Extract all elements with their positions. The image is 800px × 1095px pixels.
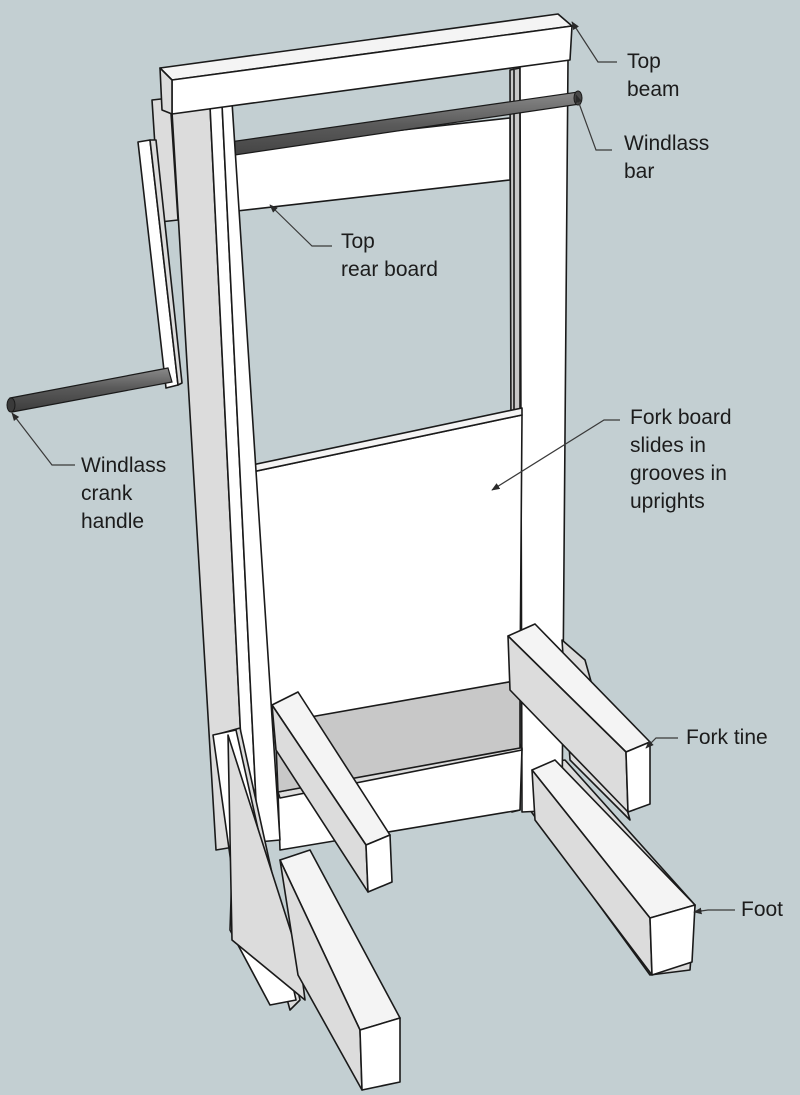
foot-left [279, 849, 401, 1091]
leader-windlass-bar [575, 94, 612, 151]
label-line: grooves in [630, 462, 727, 485]
label-line: Fork board [630, 406, 732, 429]
leader-top-beam [571, 21, 617, 63]
label-fork-board: Fork board slides in grooves in uprights [630, 404, 732, 516]
label-line: Top [627, 50, 661, 73]
leader-foot [693, 907, 735, 915]
front-foot-left [212, 727, 306, 1011]
label-line: slides in [630, 434, 706, 457]
label-foot: Foot [741, 896, 783, 924]
foot-right [531, 759, 696, 976]
label-line: Top [341, 230, 375, 253]
label-line: uprights [630, 490, 705, 513]
label-windlass-crank-handle: Windlass crank handle [81, 452, 166, 536]
leader-lines [11, 21, 735, 915]
label-top-beam: Top beam [627, 48, 680, 104]
fork-board [251, 407, 523, 726]
fork-tine-left [271, 691, 393, 893]
leader-fork-board [491, 419, 620, 491]
label-line: crank [81, 482, 133, 505]
windlass-crank-arm [137, 97, 183, 389]
fork-tine-right [507, 623, 651, 813]
top-beam [159, 13, 573, 115]
leader-crank-handle [11, 412, 75, 466]
label-line: rear board [341, 258, 438, 281]
label-line: Foot [741, 898, 784, 921]
label-line: Windlass [81, 454, 167, 477]
label-line: handle [81, 510, 145, 533]
label-line: bar [624, 160, 655, 183]
label-windlass-bar: Windlass bar [624, 130, 709, 186]
label-top-rear-board: Top rear board [341, 228, 438, 284]
label-line: Fork tine [686, 726, 768, 749]
label-fork-tine: Fork tine [686, 724, 768, 752]
leader-fork-tine [645, 737, 678, 749]
leader-top-rear-board [269, 204, 332, 247]
label-line: beam [627, 78, 680, 101]
windlass-crank-handle [6, 367, 173, 413]
label-line: Windlass [624, 132, 710, 155]
